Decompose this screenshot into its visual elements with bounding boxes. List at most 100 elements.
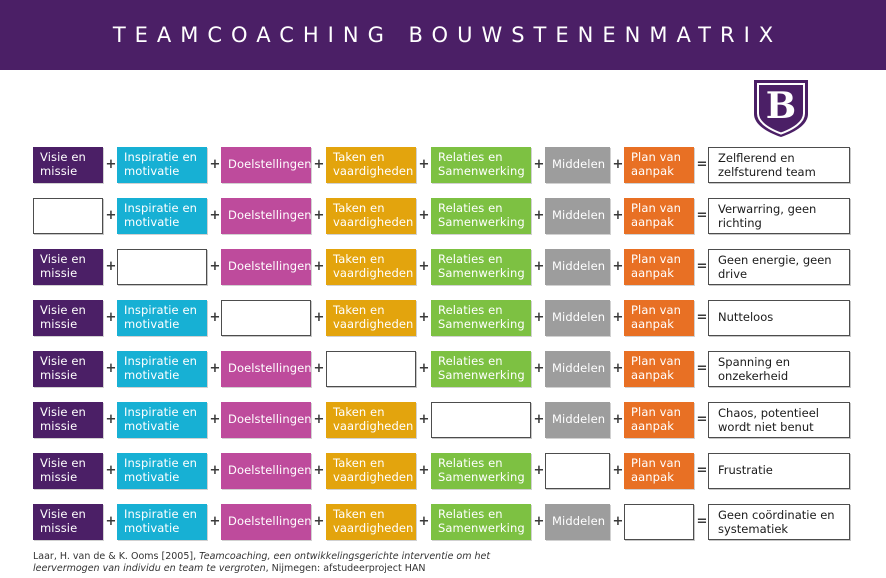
block-doelstellingen[interactable]: Doelstellingen bbox=[221, 402, 311, 438]
matrix-row: Visie en missie+Inspiratie en motivatie+… bbox=[0, 344, 886, 395]
block-taken[interactable]: Taken en vaardigheden bbox=[326, 453, 416, 489]
block-plan-empty[interactable] bbox=[624, 504, 694, 540]
block-visie[interactable]: Visie en missie bbox=[33, 402, 103, 438]
operator-plus: + bbox=[209, 208, 221, 223]
result-box[interactable]: Frustratie bbox=[708, 453, 850, 489]
block-middelen-empty[interactable] bbox=[545, 453, 610, 489]
block-middelen[interactable]: Middelen bbox=[545, 249, 610, 285]
block-plan[interactable]: Plan van aanpak bbox=[624, 198, 694, 234]
block-taken[interactable]: Taken en vaardigheden bbox=[326, 249, 416, 285]
block-plan[interactable]: Plan van aanpak bbox=[624, 249, 694, 285]
block-relaties[interactable]: Relaties en Samenwerking bbox=[431, 249, 531, 285]
block-visie[interactable]: Visie en missie bbox=[33, 504, 103, 540]
block-relaties[interactable]: Relaties en Samenwerking bbox=[431, 453, 531, 489]
block-visie[interactable]: Visie en missie bbox=[33, 249, 103, 285]
block-middelen[interactable]: Middelen bbox=[545, 198, 610, 234]
operator-plus: + bbox=[209, 310, 221, 325]
block-relaties[interactable]: Relaties en Samenwerking bbox=[431, 504, 531, 540]
block-middelen[interactable]: Middelen bbox=[545, 300, 610, 336]
operator-plus: + bbox=[533, 208, 545, 223]
block-relaties[interactable]: Relaties en Samenwerking bbox=[431, 198, 531, 234]
block-middelen[interactable]: Middelen bbox=[545, 351, 610, 387]
block-taken[interactable]: Taken en vaardigheden bbox=[326, 147, 416, 183]
block-inspiratie[interactable]: Inspiratie en motivatie bbox=[117, 504, 207, 540]
block-plan[interactable]: Plan van aanpak bbox=[624, 402, 694, 438]
citation-title-part2: leervermogen van individu en team te ver… bbox=[33, 563, 266, 574]
block-doelstellingen[interactable]: Doelstellingen bbox=[221, 147, 311, 183]
block-inspiratie[interactable]: Inspiratie en motivatie bbox=[117, 198, 207, 234]
operator-plus: + bbox=[533, 259, 545, 274]
block-visie[interactable]: Visie en missie bbox=[33, 300, 103, 336]
matrix-row: Visie en missie+Inspiratie en motivatie+… bbox=[0, 446, 886, 497]
operator-plus: + bbox=[105, 157, 117, 172]
block-label: Middelen bbox=[552, 514, 606, 529]
block-inspiratie[interactable]: Inspiratie en motivatie bbox=[117, 300, 207, 336]
result-box[interactable]: Spanning en onzekerheid bbox=[708, 351, 850, 387]
block-relaties[interactable]: Relaties en Samenwerking bbox=[431, 147, 531, 183]
result-box[interactable]: Geen coördinatie en systematiek bbox=[708, 504, 850, 540]
result-box[interactable]: Zelflerend en zelfsturend team bbox=[708, 147, 850, 183]
block-inspiratie[interactable]: Inspiratie en motivatie bbox=[117, 351, 207, 387]
block-inspiratie[interactable]: Inspiratie en motivatie bbox=[117, 453, 207, 489]
operator-plus: + bbox=[533, 157, 545, 172]
block-label: Doelstellingen bbox=[228, 463, 311, 478]
block-label: Relaties en Samenwerking bbox=[438, 456, 525, 484]
block-label: Middelen bbox=[552, 208, 606, 223]
citation-authors: Laar, H. van de & K. Ooms [2005], bbox=[33, 551, 200, 562]
block-inspiratie[interactable]: Inspiratie en motivatie bbox=[117, 402, 207, 438]
block-label: Doelstellingen bbox=[228, 208, 311, 223]
block-visie[interactable]: Visie en missie bbox=[33, 351, 103, 387]
block-doelstellingen[interactable]: Doelstellingen bbox=[221, 453, 311, 489]
block-label: Doelstellingen bbox=[228, 361, 311, 376]
result-label: Geen energie, geen drive bbox=[718, 253, 832, 281]
block-inspiratie[interactable]: Inspiratie en motivatie bbox=[117, 147, 207, 183]
block-taken[interactable]: Taken en vaardigheden bbox=[326, 402, 416, 438]
block-taken-empty[interactable] bbox=[326, 351, 416, 387]
block-doelstellingen-empty[interactable] bbox=[221, 300, 311, 336]
block-plan[interactable]: Plan van aanpak bbox=[624, 351, 694, 387]
matrix-row: Visie en missie+Inspiratie en motivatie+… bbox=[0, 395, 886, 446]
operator-plus: + bbox=[105, 208, 117, 223]
operator-plus: + bbox=[313, 310, 325, 325]
block-doelstellingen[interactable]: Doelstellingen bbox=[221, 351, 311, 387]
block-visie[interactable]: Visie en missie bbox=[33, 453, 103, 489]
block-plan[interactable]: Plan van aanpak bbox=[624, 300, 694, 336]
block-relaties[interactable]: Relaties en Samenwerking bbox=[431, 351, 531, 387]
operator-equals: = bbox=[696, 463, 708, 478]
block-visie[interactable]: Visie en missie bbox=[33, 147, 103, 183]
block-taken[interactable]: Taken en vaardigheden bbox=[326, 300, 416, 336]
block-label: Relaties en Samenwerking bbox=[438, 252, 525, 280]
block-middelen[interactable]: Middelen bbox=[545, 402, 610, 438]
operator-plus: + bbox=[418, 361, 430, 376]
block-inspiratie-empty[interactable] bbox=[117, 249, 207, 285]
operator-plus: + bbox=[313, 157, 325, 172]
block-doelstellingen[interactable]: Doelstellingen bbox=[221, 198, 311, 234]
block-label: Plan van aanpak bbox=[631, 303, 682, 331]
block-plan[interactable]: Plan van aanpak bbox=[624, 453, 694, 489]
result-box[interactable]: Geen energie, geen drive bbox=[708, 249, 850, 285]
result-label: Zelflerend en zelfsturend team bbox=[718, 151, 816, 179]
block-relaties-empty[interactable] bbox=[431, 402, 531, 438]
operator-plus: + bbox=[612, 208, 624, 223]
result-box[interactable]: Chaos, potentieel wordt niet benut bbox=[708, 402, 850, 438]
result-box[interactable]: Verwarring, geen richting bbox=[708, 198, 850, 234]
block-label: Relaties en Samenwerking bbox=[438, 354, 525, 382]
bouwstenen-matrix: Visie en missie+Inspiratie en motivatie+… bbox=[0, 140, 886, 548]
block-label: Plan van aanpak bbox=[631, 201, 682, 229]
result-label: Verwarring, geen richting bbox=[718, 202, 817, 230]
block-relaties[interactable]: Relaties en Samenwerking bbox=[431, 300, 531, 336]
matrix-row: Visie en missie+Inspiratie en motivatie+… bbox=[0, 140, 886, 191]
block-label: Taken en vaardigheden bbox=[333, 252, 414, 280]
operator-plus: + bbox=[418, 310, 430, 325]
result-box[interactable]: Nutteloos bbox=[708, 300, 850, 336]
block-label: Taken en vaardigheden bbox=[333, 150, 414, 178]
block-taken[interactable]: Taken en vaardigheden bbox=[326, 198, 416, 234]
block-doelstellingen[interactable]: Doelstellingen bbox=[221, 504, 311, 540]
block-plan[interactable]: Plan van aanpak bbox=[624, 147, 694, 183]
block-middelen[interactable]: Middelen bbox=[545, 147, 610, 183]
block-middelen[interactable]: Middelen bbox=[545, 504, 610, 540]
block-label: Visie en missie bbox=[40, 507, 86, 535]
block-taken[interactable]: Taken en vaardigheden bbox=[326, 504, 416, 540]
block-visie-empty[interactable] bbox=[33, 198, 103, 234]
block-doelstellingen[interactable]: Doelstellingen bbox=[221, 249, 311, 285]
